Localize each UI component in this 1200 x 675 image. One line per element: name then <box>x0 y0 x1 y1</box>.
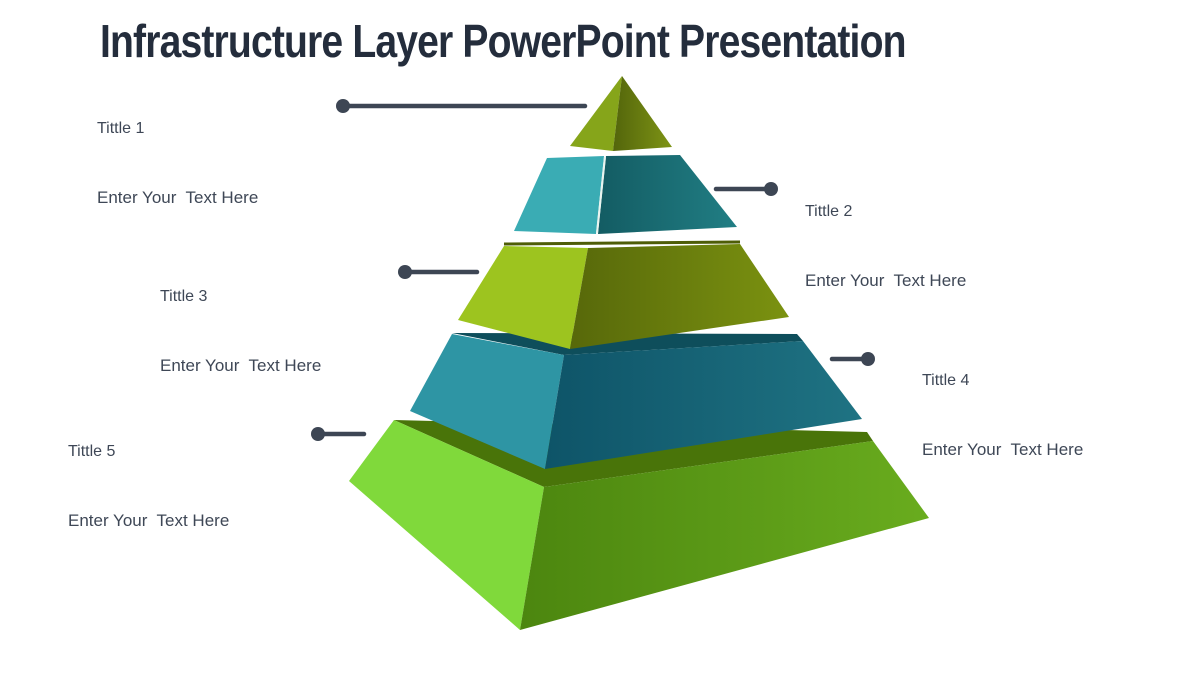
callout-5: Tittle 5 Enter Your Text Here <box>68 394 229 578</box>
pyramid-layer-3 <box>458 240 789 349</box>
callout-4: Tittle 4 Enter Your Text Here <box>922 323 1083 507</box>
connector-1 <box>336 99 588 113</box>
layer-2-ridge-highlight <box>596 156 606 234</box>
slide-title: Infrastructure Layer PowerPoint Presenta… <box>100 15 906 67</box>
callout-3-text: Enter Your Text Here <box>160 356 322 375</box>
callout-4-title: Tittle 4 <box>922 372 970 389</box>
callout-5-title: Tittle 5 <box>68 443 116 460</box>
layer-2-left-face <box>514 156 604 234</box>
connector-2 <box>713 182 778 196</box>
layer-4-front-face <box>545 341 862 469</box>
callout-5-text: Enter Your Text Here <box>68 511 230 530</box>
callout-2: Tittle 2 Enter Your Text Here <box>805 154 966 338</box>
pyramid-layer-1 <box>570 76 672 151</box>
layer-1-left-face <box>570 76 622 151</box>
layer-3-left-face <box>458 246 588 349</box>
connector-3 <box>398 265 480 279</box>
pyramid-layer-4 <box>410 333 862 469</box>
pyramid-layer-2 <box>514 155 737 234</box>
callout-3-title: Tittle 3 <box>160 288 208 305</box>
callout-1-title: Tittle 1 <box>97 120 145 137</box>
callout-1-text: Enter Your Text Here <box>97 188 259 207</box>
callout-3: Tittle 3 Enter Your Text Here <box>160 239 321 423</box>
connector-5 <box>311 427 367 441</box>
connector-4-dot <box>861 352 875 366</box>
layer-5-front-face <box>520 441 929 630</box>
callout-4-text: Enter Your Text Here <box>922 440 1084 459</box>
callout-1: Tittle 1 Enter Your Text Here <box>97 71 258 255</box>
connector-2-dot <box>764 182 778 196</box>
layer-1-front-face <box>613 76 672 151</box>
layer-3-front-face <box>570 244 789 349</box>
callout-2-title: Tittle 2 <box>805 203 853 220</box>
connector-5-dot <box>311 427 325 441</box>
callout-2-text: Enter Your Text Here <box>805 271 967 290</box>
layer-4-left-face <box>410 334 564 469</box>
connector-3-dot <box>398 265 412 279</box>
connector-1-dot <box>336 99 350 113</box>
connector-4 <box>829 352 875 366</box>
layer-3-top-edge <box>503 240 741 246</box>
layer-5-left-face <box>349 420 544 630</box>
layer-2-front-face <box>598 155 737 234</box>
